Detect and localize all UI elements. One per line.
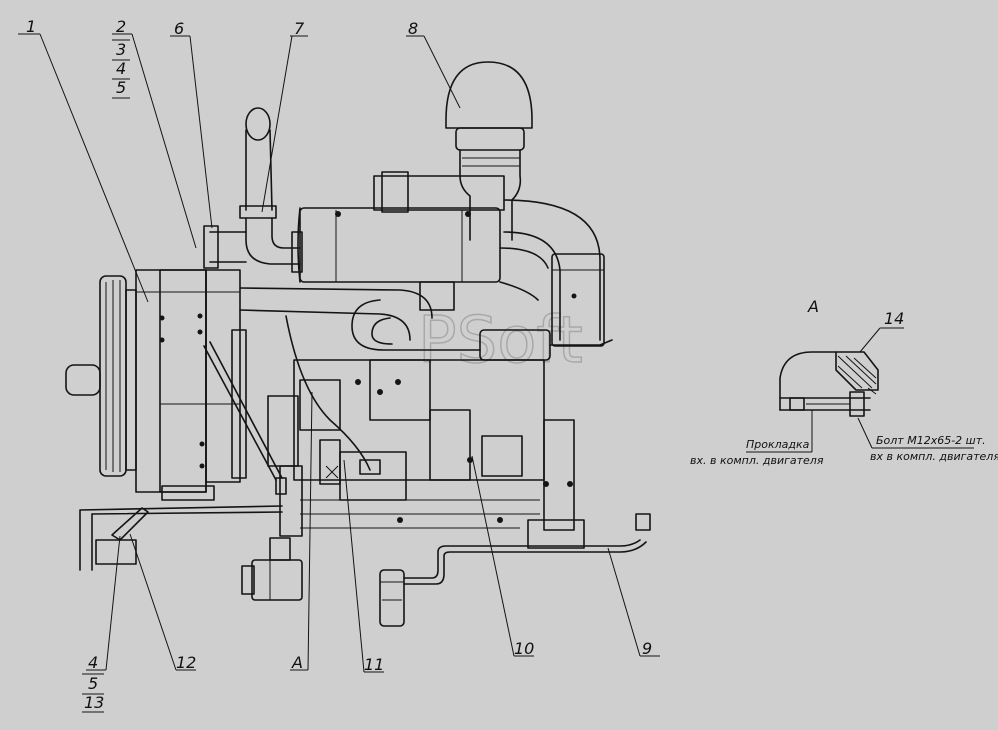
callout-6: 6 [174, 19, 184, 38]
fuel-filter [379, 513, 651, 627]
starter-motor [241, 537, 303, 601]
exhaust-pipe [203, 107, 303, 273]
callout-8: 8 [408, 19, 418, 38]
callout-4: 4 [116, 59, 126, 78]
callout-2: 2 [116, 17, 126, 36]
callout-9: 9 [642, 639, 652, 658]
callout-1: 1 [26, 17, 36, 36]
section-label-a: А [291, 653, 303, 672]
callout-5: 5 [116, 78, 126, 97]
gasket-note-sub: вх. в компл. двигателя [690, 454, 824, 467]
fan-radiator [65, 269, 247, 501]
callout-3: 3 [116, 40, 126, 59]
bolt-note-sub: вх в компл. двигателя [870, 450, 998, 463]
air-filter [445, 61, 533, 241]
callout-12: 12 [176, 653, 196, 672]
view-label-a: А [807, 297, 819, 316]
callout-13: 13 [84, 693, 104, 712]
watermark: PSoft [418, 304, 583, 378]
engine-block [267, 359, 585, 549]
callout-10: 10 [514, 639, 534, 658]
detail-view-a [746, 327, 974, 453]
intake-elbow [499, 199, 605, 347]
callout-5-bottom: 5 [88, 674, 98, 693]
muffler [297, 171, 505, 283]
callout-14: 14 [884, 309, 904, 328]
gasket-note-title: Прокладка [746, 438, 810, 451]
leader-lines [18, 33, 660, 673]
dipstick [203, 315, 371, 495]
mounting-frame [79, 505, 283, 571]
callout-4-bottom: 4 [88, 653, 98, 672]
callout-7: 7 [294, 19, 305, 38]
callout-11: 11 [364, 655, 384, 674]
bolt-note-title: Болт М12х65-2 шт. [876, 434, 986, 447]
